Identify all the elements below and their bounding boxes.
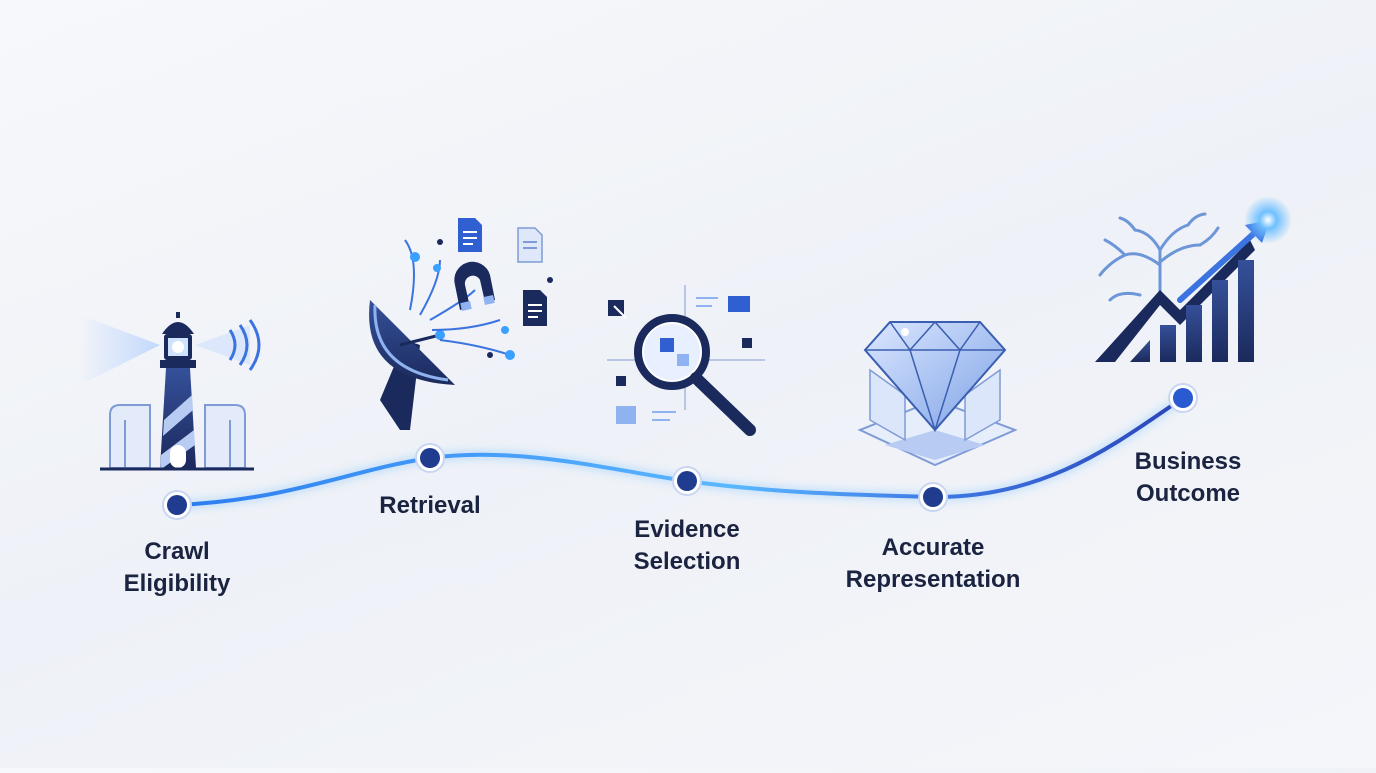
stage-label-line: Retrieval [379,492,481,519]
stage-label-line: Crawl [144,538,210,565]
document-icon [523,290,547,326]
stage-label-evidence: Evidence Selection [634,514,741,578]
growth-chart-tree-icon [1095,196,1292,362]
stage-label-line: Accurate [881,534,985,561]
node-retrieval [415,443,445,473]
stage-label-accurate: Accurate Representation [846,532,1021,596]
node-business [1168,383,1198,413]
node-accurate [918,482,948,512]
document-icon [517,227,543,263]
magnifying-glass-icon [607,285,765,436]
document-icon [458,218,482,252]
stage-label-retrieval: Retrieval [379,490,480,522]
stage-label-line: Selection [633,548,741,575]
stage-label-line: Outcome [1135,480,1240,507]
diamond-icon [857,320,1018,467]
node-evidence [672,466,702,496]
stage-label-line: Evidence [634,516,740,543]
lighthouse-icon [80,312,261,471]
node-crawl [162,490,192,520]
stage-label-line: Eligibility [123,570,231,597]
stage-label-line: Representation [845,566,1021,593]
stage-label-business: Business Outcome [1135,446,1242,510]
stage-label-crawl: Crawl Eligibility [124,536,231,600]
satellite-dish-magnet-icon [369,218,553,430]
stage-label-line: Business [1134,448,1242,475]
